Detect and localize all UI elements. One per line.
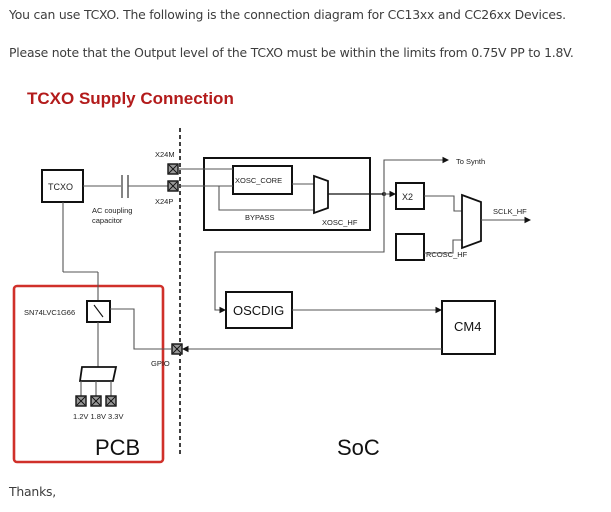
pcb-region-label: PCB [95, 435, 140, 460]
soc-region-label: SoC [337, 435, 380, 460]
gpio-pad-icon [171, 343, 183, 355]
note-paragraph: Please note that the Output level of the… [9, 45, 574, 60]
xosc-mux [313, 174, 329, 215]
intro-paragraph: You can use TCXO. The following is the c… [9, 7, 566, 22]
rcosc-hf-label: RCOSC_HF [426, 250, 468, 259]
voltage-pad-1-2v-icon [75, 395, 87, 407]
level-shifter-label: SN74LVC1G66 [24, 308, 75, 317]
closing-text: Thanks, [9, 484, 57, 499]
xosc-core-label: XOSC_CORE [235, 176, 282, 185]
x24m-pad-icon [167, 163, 179, 175]
tcxo-label: TCXO [48, 182, 73, 192]
oscdig-block [225, 291, 293, 329]
voltage-select-mux [78, 366, 118, 382]
x24p-label: X24P [155, 197, 173, 206]
to-synth-label: To Synth [456, 157, 485, 166]
xosc-hf-label: XOSC_HF [322, 218, 358, 227]
xosc-core-block [232, 165, 293, 195]
x24m-label: X24M [155, 150, 175, 159]
x24p-pad-icon [167, 180, 179, 192]
diagram-title: TCXO Supply Connection [27, 89, 234, 108]
rcosc-hf-block [395, 233, 425, 261]
cm4-block [441, 300, 496, 355]
bypass-label: BYPASS [245, 213, 274, 222]
sclk-mux [461, 193, 482, 250]
x2-block [395, 182, 425, 210]
voltage-pad-3-3v-icon [105, 395, 117, 407]
ac-coupling-label-1: AC coupling [92, 206, 132, 215]
ac-coupling-label-2: capacitor [92, 216, 123, 225]
voltage-options-label: 1.2V 1.8V 3.3V [73, 412, 123, 421]
gpio-label: GPIO [151, 359, 170, 368]
oscdig-label: OSCDIG [233, 303, 284, 318]
switch-icon [93, 304, 104, 318]
x2-label: X2 [402, 192, 413, 202]
tcxo-connection-diagram: TCXO Supply Connection TCXO AC coupling … [12, 89, 532, 464]
cm4-label: CM4 [454, 319, 481, 334]
sclk-hf-label: SCLK_HF [493, 207, 527, 216]
pcb-highlight-box [12, 284, 165, 464]
voltage-pad-1-8v-icon [90, 395, 102, 407]
